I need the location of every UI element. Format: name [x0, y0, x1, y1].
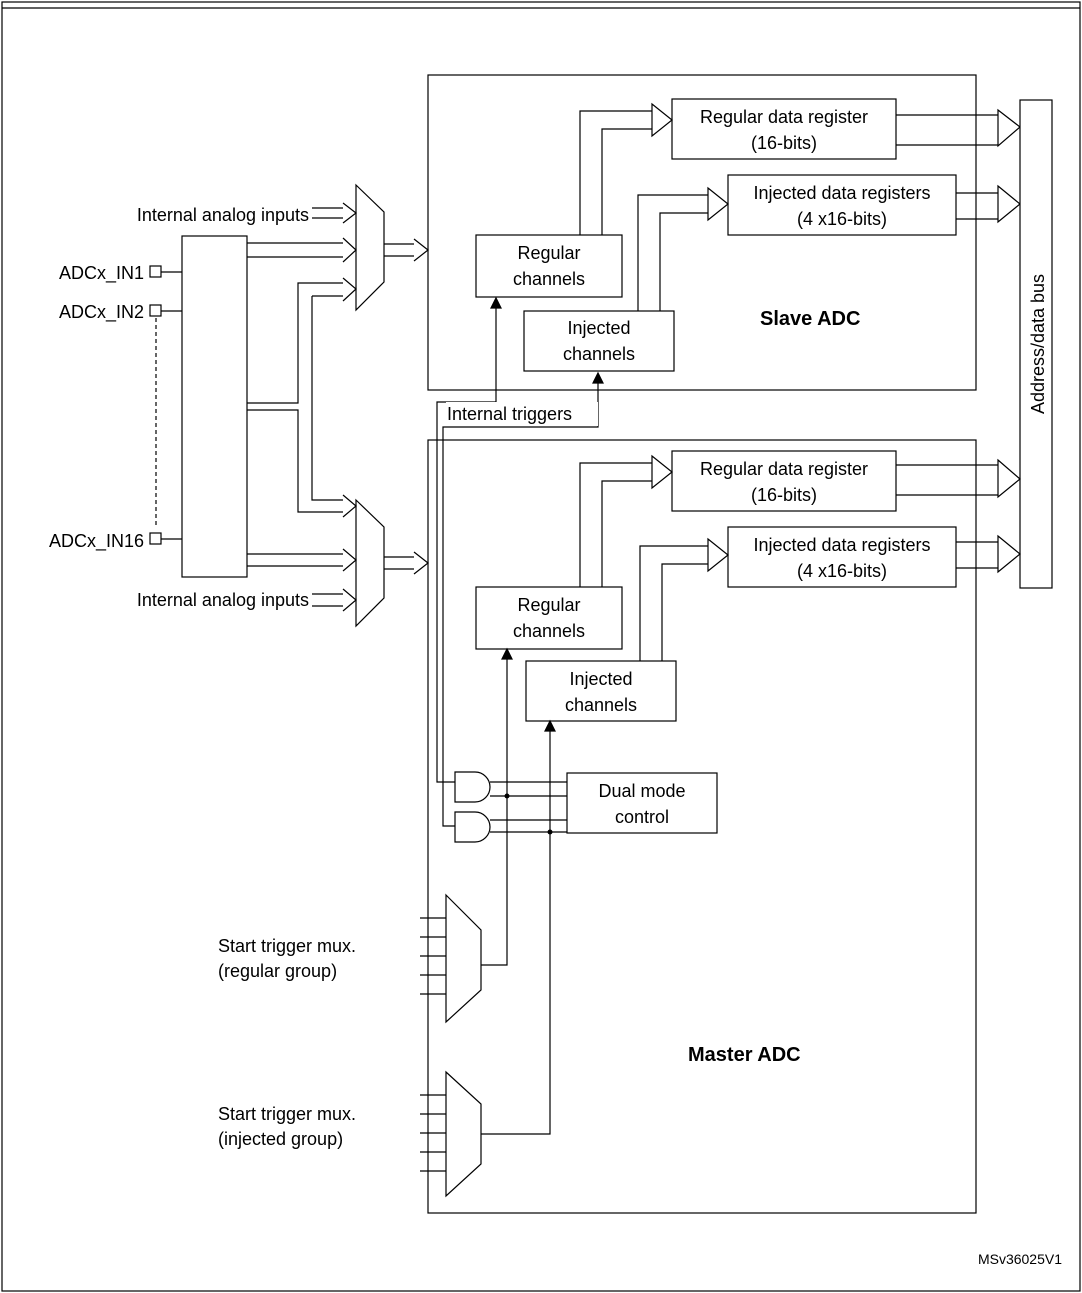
svg-text:(4 x16-bits): (4 x16-bits)	[797, 561, 887, 581]
svg-text:Dual mode: Dual mode	[598, 781, 685, 801]
svg-text:Regular: Regular	[517, 595, 580, 615]
master-regular-to-bus	[896, 458, 1021, 499]
svg-text:Injected: Injected	[567, 318, 630, 338]
internal-triggers-routing	[436, 296, 604, 827]
slave-injected-data-registers	[727, 174, 957, 236]
master-injected-to-bus	[956, 534, 1021, 574]
master-trigger-lines	[481, 647, 556, 1135]
slave-regular-to-register-bus	[579, 102, 673, 235]
svg-text:Injected data registers: Injected data registers	[753, 535, 930, 555]
pin-adcx-in1: ADCx_IN1	[59, 263, 144, 284]
slave-injected-channels	[523, 310, 675, 372]
svg-text:channels: channels	[565, 695, 637, 715]
slave-regular-data-register	[671, 98, 897, 160]
svg-text:(regular group): (regular group)	[218, 961, 337, 981]
svg-text:Regular: Regular	[517, 243, 580, 263]
internal-triggers-label: Internal triggers	[447, 404, 572, 424]
slave-injected-to-register-bus	[637, 186, 729, 311]
svg-text:Regular data register: Regular data register	[700, 107, 868, 127]
slave-regular-to-bus	[896, 108, 1021, 148]
start-trigger-mux-regular	[420, 893, 482, 1024]
slave-mux-output	[384, 238, 429, 262]
svg-text:Injected: Injected	[569, 669, 632, 689]
figure-reference-id: MSv36025V1	[978, 1251, 1062, 1267]
pin-squares	[149, 265, 182, 545]
svg-text:Start trigger mux.: Start trigger mux.	[218, 1104, 356, 1124]
svg-text:(injected group): (injected group)	[218, 1129, 343, 1149]
svg-text:(16-bits): (16-bits)	[751, 133, 817, 153]
internal-analog-inputs-top: Internal analog inputs	[137, 205, 309, 225]
master-input-mux	[355, 498, 385, 628]
master-regular-data-register	[671, 450, 897, 512]
slave-adc-label: Slave ADC	[760, 308, 860, 330]
slave-injected-to-bus	[956, 184, 1021, 224]
and-gate-regular	[454, 771, 491, 803]
svg-text:(16-bits): (16-bits)	[751, 485, 817, 505]
start-trigger-mux-injected	[420, 1070, 482, 1198]
master-regular-channels	[475, 586, 623, 650]
svg-text:control: control	[615, 807, 669, 827]
slave-adc-block	[427, 74, 977, 391]
svg-text:Regular data register: Regular data register	[700, 459, 868, 479]
master-mux-output	[384, 551, 429, 575]
svg-text:channels: channels	[513, 621, 585, 641]
master-injected-channels	[525, 660, 677, 722]
master-adc-label: Master ADC	[688, 1044, 801, 1066]
internal-analog-inputs-bottom: Internal analog inputs	[137, 590, 309, 610]
svg-text:(4 x16-bits): (4 x16-bits)	[797, 209, 887, 229]
svg-text:channels: channels	[563, 344, 635, 364]
master-injected-to-register-bus	[639, 537, 729, 661]
gpio-input-block	[181, 235, 248, 578]
master-regular-to-register-bus	[579, 454, 673, 587]
slave-input-mux	[355, 183, 385, 312]
svg-text:Injected data registers: Injected data registers	[753, 183, 930, 203]
master-adc-block	[427, 439, 977, 1214]
address-bus-label: Address/data bus	[1028, 274, 1048, 414]
master-injected-data-registers	[727, 526, 957, 588]
and-gate-injected	[454, 811, 491, 843]
svg-text:Start trigger mux.: Start trigger mux.	[218, 936, 356, 956]
pin-adcx-in2: ADCx_IN2	[59, 302, 144, 323]
pin-adcx-in16: ADCx_IN16	[49, 531, 144, 552]
svg-text:channels: channels	[513, 269, 585, 289]
dual-mode-to-gates	[490, 781, 567, 833]
master-mux-inputs	[247, 296, 357, 612]
dual-mode-control	[566, 772, 718, 834]
slave-mux-inputs	[247, 202, 357, 404]
address-data-bus	[1019, 99, 1053, 589]
slave-regular-channels	[475, 234, 623, 298]
